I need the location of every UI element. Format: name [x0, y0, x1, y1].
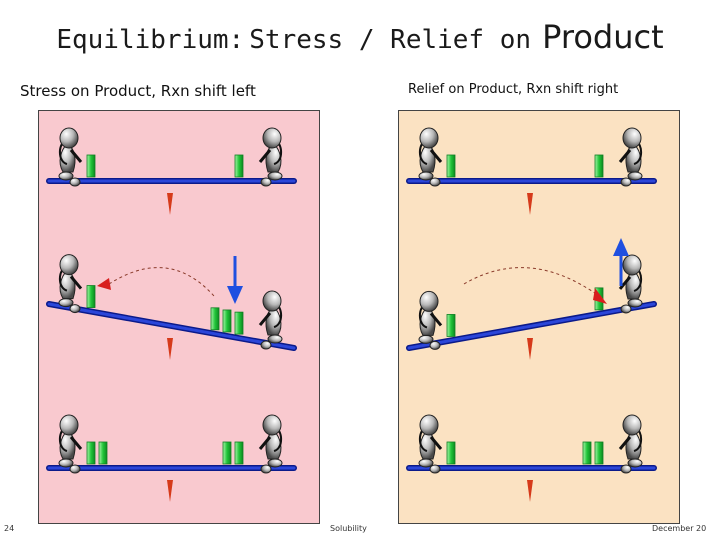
person-figure	[58, 127, 83, 187]
person-figure	[258, 127, 283, 187]
stress-panel-heading: Stress on Product, Rxn shift left	[20, 82, 256, 100]
title-main: Stress / Relief on	[249, 25, 532, 55]
person-figure	[618, 414, 643, 474]
fulcrum	[167, 338, 173, 360]
seesaw-scene	[46, 254, 297, 360]
title-prefix: Equilibrium:	[56, 25, 245, 55]
person-figure	[418, 127, 443, 187]
person-figure	[418, 414, 443, 474]
person-figure	[618, 127, 643, 187]
shift-arc	[108, 267, 215, 297]
seesaw-scene	[46, 127, 297, 215]
product-block	[222, 309, 232, 333]
fulcrum	[527, 338, 533, 360]
relief-panel-heading: Relief on Product, Rxn shift right	[408, 82, 619, 97]
page-number: 24	[4, 524, 15, 533]
product-block	[86, 285, 96, 308]
fulcrum	[167, 480, 173, 502]
seesaw-scene	[406, 238, 657, 360]
product-block	[98, 441, 108, 465]
product-block	[446, 314, 456, 337]
product-block	[234, 311, 244, 335]
seesaw-scene	[46, 414, 297, 502]
person-figure	[418, 290, 443, 350]
person-figure	[58, 414, 83, 474]
shift-arrowhead	[97, 278, 111, 290]
stress-panel	[38, 110, 320, 524]
fulcrum	[167, 193, 173, 215]
footer-topic: Solubility	[330, 524, 367, 533]
product-block	[594, 154, 604, 178]
person-figure	[58, 254, 83, 314]
relief-illustration	[399, 111, 679, 523]
title-emphasis: Product	[542, 18, 664, 56]
product-block	[234, 441, 244, 465]
fulcrum	[527, 480, 533, 502]
stress-illustration	[39, 111, 319, 523]
product-block	[446, 154, 456, 178]
product-block	[210, 307, 220, 331]
person-figure	[258, 290, 283, 350]
slide-title: Equilibrium: Stress / Relief on Product	[0, 18, 720, 56]
product-block	[86, 441, 96, 465]
person-figure	[618, 254, 643, 314]
product-block	[594, 441, 604, 465]
seesaw-scene	[406, 127, 657, 215]
fulcrum	[527, 193, 533, 215]
stress-arrow-head	[227, 286, 243, 304]
shift-arrowhead	[593, 288, 607, 304]
person-figure	[258, 414, 283, 474]
relief-panel	[398, 110, 680, 524]
product-block	[222, 441, 232, 465]
product-block	[446, 441, 456, 465]
product-block	[234, 154, 244, 178]
footer-date: December 20	[652, 524, 707, 533]
product-block	[582, 441, 592, 465]
relief-arrow-head	[613, 238, 629, 256]
product-block	[86, 154, 96, 178]
seesaw-scene	[406, 414, 657, 502]
